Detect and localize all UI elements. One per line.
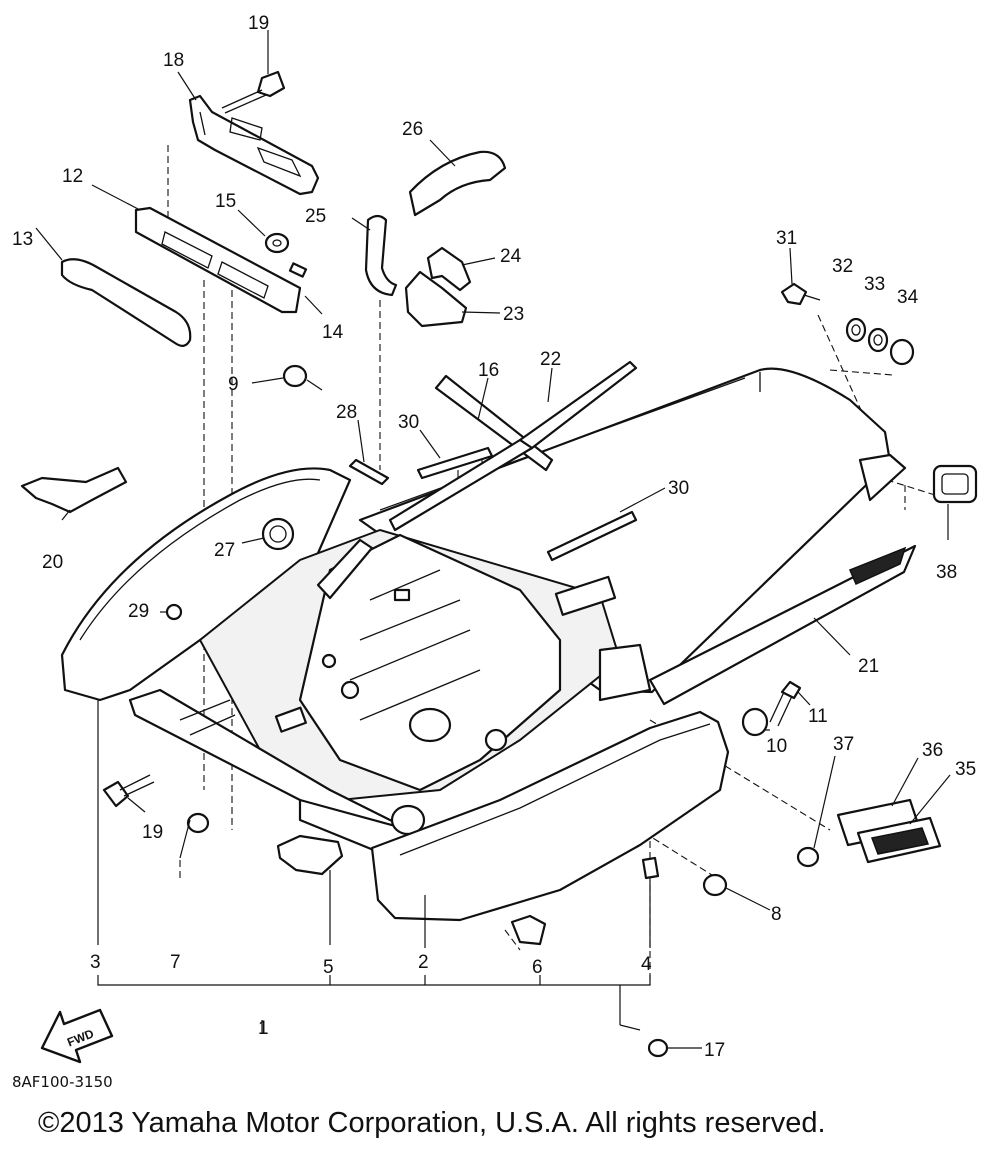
fwd-arrow-icon: FWD: [40, 1008, 114, 1064]
callout-28: 28: [336, 402, 357, 423]
callout-30a: 30: [398, 412, 419, 433]
callout-15: 15: [215, 191, 236, 212]
callout-2: 2: [418, 952, 429, 973]
callout-14: 14: [322, 322, 344, 343]
button-27: [261, 517, 295, 551]
callout-17: 17: [704, 1040, 725, 1061]
grip-13: [60, 258, 192, 347]
strip-30b: [546, 510, 638, 562]
hose-25: [364, 214, 398, 297]
callout-13: 13: [12, 229, 33, 250]
callout-22: 22: [540, 349, 561, 370]
callout-26: 26: [402, 119, 423, 140]
callout-3: 3: [90, 952, 101, 973]
callout-5: 5: [323, 957, 334, 978]
callout-38: 38: [936, 562, 957, 583]
callout-9: 9: [228, 374, 239, 395]
callout-16: 16: [478, 360, 499, 381]
cap-9: [282, 364, 308, 388]
strip-28: [348, 458, 390, 486]
callout-25: 25: [305, 206, 326, 227]
washer-33: [867, 327, 889, 353]
callout-31: 31: [776, 228, 797, 249]
callout-33: 33: [864, 274, 885, 295]
rail-21: [648, 544, 917, 706]
bumper-2: [370, 710, 730, 922]
callout-19b: 19: [142, 822, 163, 843]
cap-29: [165, 603, 183, 621]
callout-4: 4: [641, 954, 652, 975]
plug-4: [641, 856, 660, 880]
bolt-19-lower: [102, 774, 155, 808]
callout-8: 8: [771, 904, 782, 925]
cap-38: [932, 464, 978, 504]
strip-30a: [416, 446, 494, 480]
callout-34: 34: [897, 287, 919, 308]
bracket-24: [426, 246, 472, 292]
callout-27: 27: [214, 540, 235, 561]
drawing-code: 8AF100-3150: [12, 1073, 113, 1091]
callout-labels: 19 18 26 12 15 25 24 13 14 23 31 32 33 3…: [12, 13, 976, 1061]
callout-30b: 30: [668, 478, 689, 499]
bracket-18: [188, 94, 320, 196]
callout-11: 11: [808, 706, 828, 727]
hull-1: [60, 367, 917, 862]
callout-36: 36: [922, 740, 943, 761]
callout-32: 32: [832, 256, 853, 277]
pad-20: [20, 466, 128, 514]
plug-7: [186, 812, 210, 834]
nut-34: [889, 338, 915, 366]
washer-32: [845, 317, 867, 343]
callout-37: 37: [833, 734, 854, 755]
bolt-19-top: [221, 70, 286, 114]
callout-23: 23: [503, 304, 524, 325]
callout-24: 24: [500, 246, 522, 267]
leader-lines: [35, 30, 951, 1049]
plug-8: [702, 873, 728, 897]
callout-18: 18: [163, 50, 184, 71]
callout-12: 12: [62, 166, 83, 187]
callout-20: 20: [42, 552, 63, 573]
grommet-17: [647, 1038, 669, 1058]
callout-10: 10: [766, 736, 787, 757]
clip-6: [510, 914, 547, 946]
callout-6: 6: [532, 957, 543, 978]
bolt-37: [796, 846, 820, 868]
callout-7: 7: [170, 952, 181, 973]
bracket-5: [276, 834, 344, 876]
callout-1: 1: [258, 1018, 269, 1039]
nut-15: [264, 232, 290, 254]
bushing-10: [741, 707, 769, 737]
mesh-35: [870, 827, 930, 855]
pin-14: [288, 262, 308, 278]
callout-21: 21: [858, 656, 879, 677]
callout-19a: 19: [248, 13, 269, 34]
bolt-11: [769, 680, 802, 727]
callout-29: 29: [128, 601, 149, 622]
callout-35: 35: [955, 759, 976, 780]
bracket-23: [404, 270, 468, 328]
bolt-31: [780, 282, 821, 306]
plate-12: [134, 206, 302, 314]
cover-26: [408, 150, 507, 217]
copyright-notice: ©2013 Yamaha Motor Corporation, U.S.A. A…: [38, 1107, 826, 1139]
